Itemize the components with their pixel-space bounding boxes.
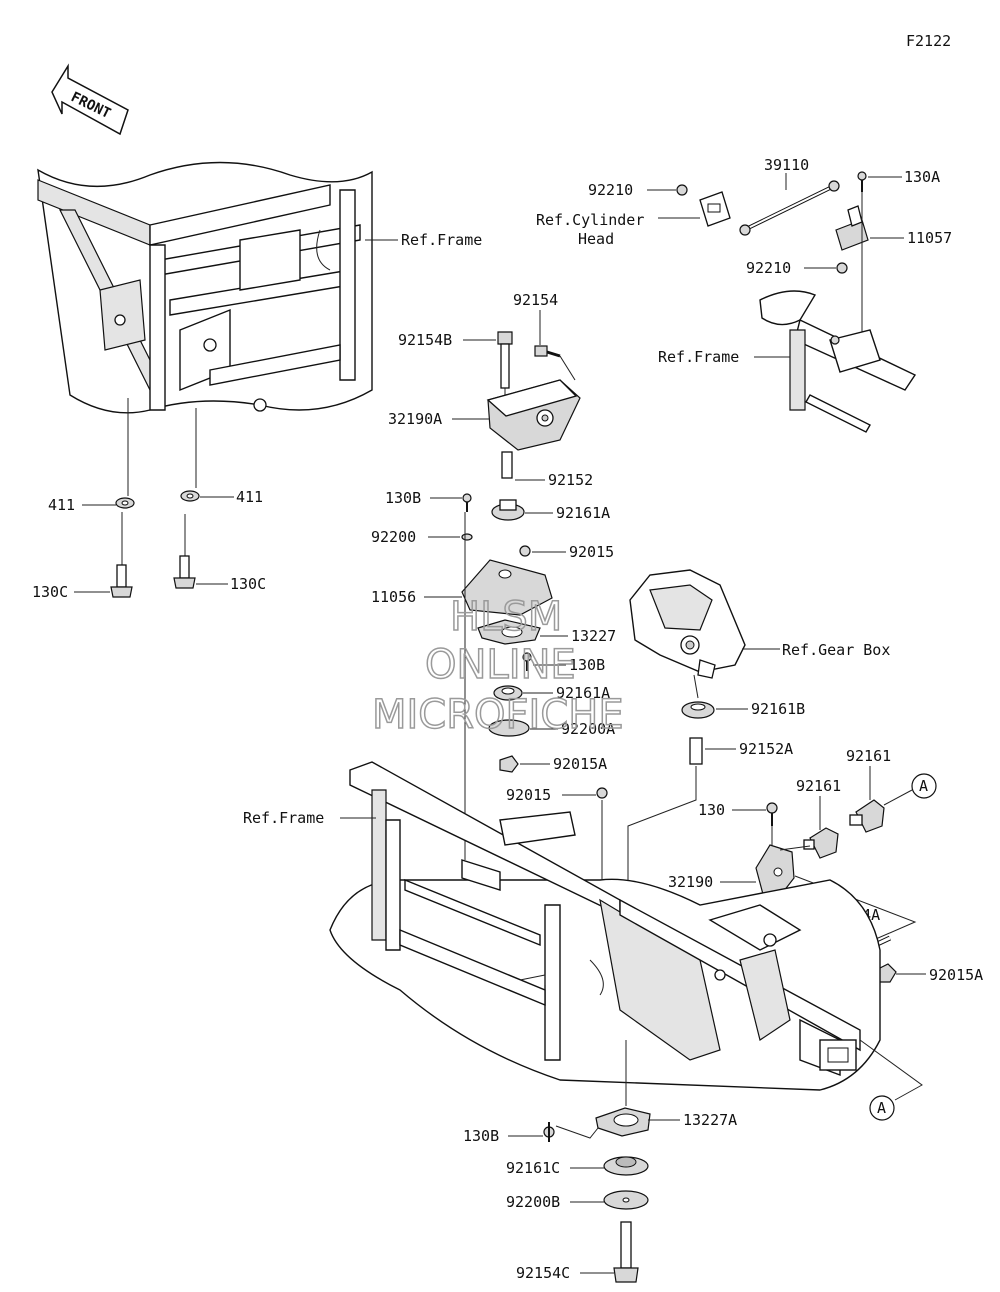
callout-32190A: 32190A — [388, 410, 442, 428]
callout-130B-top: 130B — [385, 489, 421, 507]
nut-92015-top — [519, 545, 531, 557]
washer-92200B — [603, 1190, 649, 1210]
lower-frame-drawing — [329, 761, 881, 1091]
bracket-11056 — [461, 559, 553, 616]
callout-130: 130 — [698, 801, 725, 819]
callout-92154C: 92154C — [516, 1264, 570, 1282]
callout-411-left: 411 — [48, 496, 75, 514]
callout-92015A-right: 92015A — [929, 966, 983, 984]
ref-frame-lower-label: Ref.Frame — [243, 809, 324, 827]
bolt-130B-mid — [522, 652, 532, 671]
bracket-32190 — [755, 844, 795, 899]
marker-A-top-label: A — [919, 777, 928, 795]
callout-92015A-left: 92015A — [553, 755, 607, 773]
callout-13227A: 13227A — [683, 1111, 737, 1129]
bolt-130A — [857, 171, 867, 192]
bolt-130 — [766, 802, 778, 826]
nut-92015A-left — [499, 755, 519, 773]
callout-92200B: 92200B — [506, 1193, 560, 1211]
ref-cylinder-head-line1: Ref.Cylinder — [536, 211, 644, 229]
callout-92161A-mid: 92161A — [556, 684, 610, 702]
washer-92200 — [461, 533, 473, 541]
bolt-130C-left — [110, 564, 133, 598]
callout-130A: 130A — [904, 168, 940, 186]
callout-92161-right: 92161 — [846, 747, 891, 765]
callout-92161B: 92161B — [751, 700, 805, 718]
bolt-130B-top — [462, 493, 472, 512]
callout-92015-mid: 92015 — [506, 786, 551, 804]
callout-92200: 92200 — [371, 528, 416, 546]
callout-92152A: 92152A — [739, 740, 793, 758]
callout-411-right: 411 — [236, 488, 263, 506]
bolt-130C-right — [173, 555, 196, 589]
callout-39110: 39110 — [764, 156, 809, 174]
marker-A-top: A — [911, 773, 937, 799]
watermark-line3: MICROFICHE — [372, 692, 624, 738]
cushion-92161C — [603, 1156, 649, 1176]
callout-13227: 13227 — [571, 627, 616, 645]
callout-92161A-top: 92161A — [556, 504, 610, 522]
cushion-92161A-top — [491, 499, 525, 521]
ref-frame-upper-left-label: Ref.Frame — [401, 231, 482, 249]
callout-92161-left: 92161 — [796, 777, 841, 795]
callout-130B-bottom: 130B — [463, 1127, 499, 1145]
cushion-92161A-mid — [493, 685, 523, 701]
bolt-92154 — [534, 345, 561, 358]
washer-411-right — [180, 490, 200, 502]
callout-92154B: 92154B — [398, 331, 452, 349]
bracket-11057 — [835, 205, 869, 251]
callout-130B-mid: 130B — [569, 656, 605, 674]
nut-92015-mid — [596, 787, 608, 799]
cushion-92161B — [681, 701, 715, 719]
callout-32190: 32190 — [668, 873, 713, 891]
collar-92152 — [501, 451, 513, 479]
washer-92200A — [488, 719, 530, 737]
nut-92210-top — [676, 184, 688, 196]
callout-11056: 11056 — [371, 588, 416, 606]
callout-92161C: 92161C — [506, 1159, 560, 1177]
upper-right-frame-drawing — [759, 290, 917, 433]
ref-frame-upper-right-label: Ref.Frame — [658, 348, 739, 366]
callout-92210-bottom: 92210 — [746, 259, 791, 277]
nut-92210-bottom — [836, 262, 848, 274]
rod-39110 — [739, 180, 840, 236]
callout-92015-top: 92015 — [569, 543, 614, 561]
ref-cylinder-head-line2: Head — [578, 230, 614, 248]
watermark-line2: ONLINE — [425, 642, 576, 688]
washer-411-left — [115, 497, 135, 509]
mount-92161-left — [803, 827, 839, 859]
callout-92152: 92152 — [548, 471, 593, 489]
callout-92200A: 92200A — [561, 720, 615, 738]
callout-130C-right: 130C — [230, 575, 266, 593]
bracket-32190A — [486, 379, 581, 451]
bracket-cylinder-head — [699, 191, 731, 227]
callout-92210-top: 92210 — [588, 181, 633, 199]
callout-130C-left: 130C — [32, 583, 68, 601]
callout-11057: 11057 — [907, 229, 952, 247]
bolt-92154B — [497, 331, 513, 389]
collar-92152A — [689, 737, 703, 765]
plate-13227 — [477, 619, 541, 645]
gear-box-mount-drawing — [629, 569, 746, 679]
watermark-line1: HLSM — [450, 594, 562, 640]
marker-A-bottom: A — [869, 1095, 895, 1121]
bolt-130B-bottom — [543, 1122, 555, 1142]
front-arrow-icon: FRONT — [51, 63, 129, 136]
marker-A-bottom-label: A — [877, 1099, 886, 1117]
figure-id: F2122 — [906, 32, 951, 50]
upper-left-frame-drawing — [37, 161, 398, 414]
mount-92161-right — [849, 799, 885, 833]
callout-92154: 92154 — [513, 291, 558, 309]
plate-13227A — [595, 1107, 651, 1137]
ref-gear-box-label: Ref.Gear Box — [782, 641, 890, 659]
bolt-92154C — [613, 1221, 639, 1283]
